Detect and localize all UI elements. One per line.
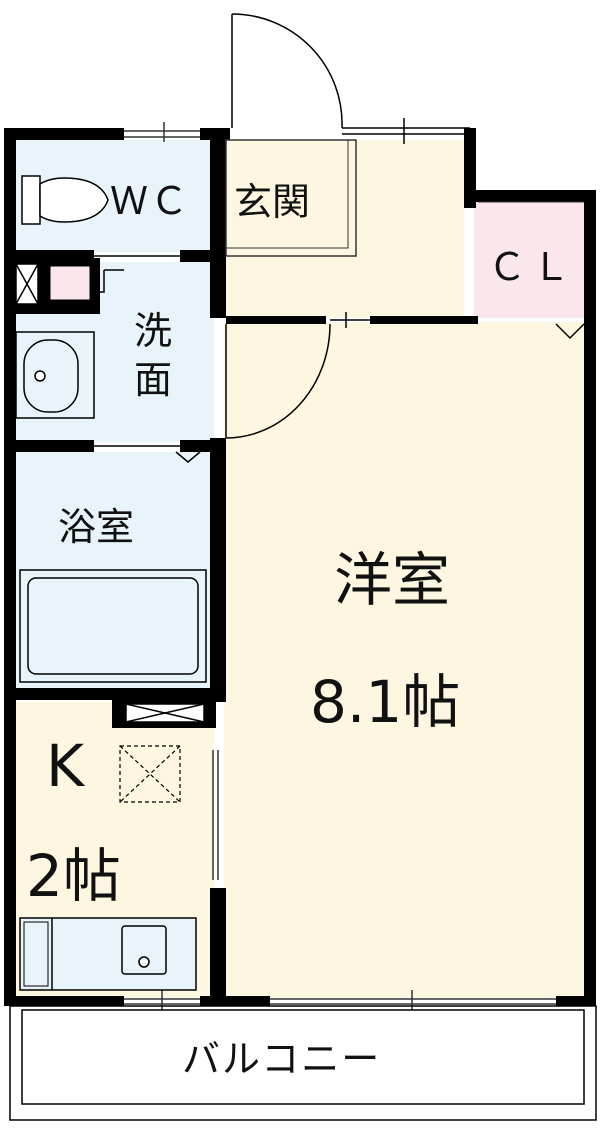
kitchen-label: K (46, 732, 86, 800)
kitchen-size: 2帖 (26, 842, 121, 910)
bathtub-icon (19, 569, 207, 683)
closet-door-marker (555, 323, 585, 340)
washbasin-icon (15, 331, 95, 419)
western-room-label: 洋室 (334, 546, 450, 614)
washroom-door (94, 255, 201, 463)
wc-label: ＷＣ (110, 179, 190, 223)
bathroom-label: 浴室 (58, 505, 134, 549)
western-room-floor (224, 322, 586, 998)
stove-icon (23, 921, 49, 987)
pipe-shaft (15, 263, 91, 305)
kitchen-counter (19, 917, 197, 991)
closet-label: ＣＬ (488, 245, 576, 289)
genkan-floor (224, 140, 464, 318)
toilet-icon (21, 175, 109, 225)
duct-box (125, 703, 205, 723)
window-icon (124, 122, 556, 1010)
balcony (9, 1005, 597, 1121)
genkan-label: 玄関 (234, 180, 310, 224)
western-room-size: 8.1帖 (310, 668, 460, 736)
ventilation-icon (119, 745, 181, 803)
closet-floor (474, 200, 586, 318)
entrance-door (231, 13, 470, 144)
washroom-label-line2: 面 (134, 358, 172, 402)
washroom-label-line1: 洗 (134, 309, 172, 353)
door-swing-icon (225, 312, 370, 439)
kitchen-sink-icon (121, 925, 167, 975)
balcony-label: バルコニー (182, 1037, 381, 1081)
